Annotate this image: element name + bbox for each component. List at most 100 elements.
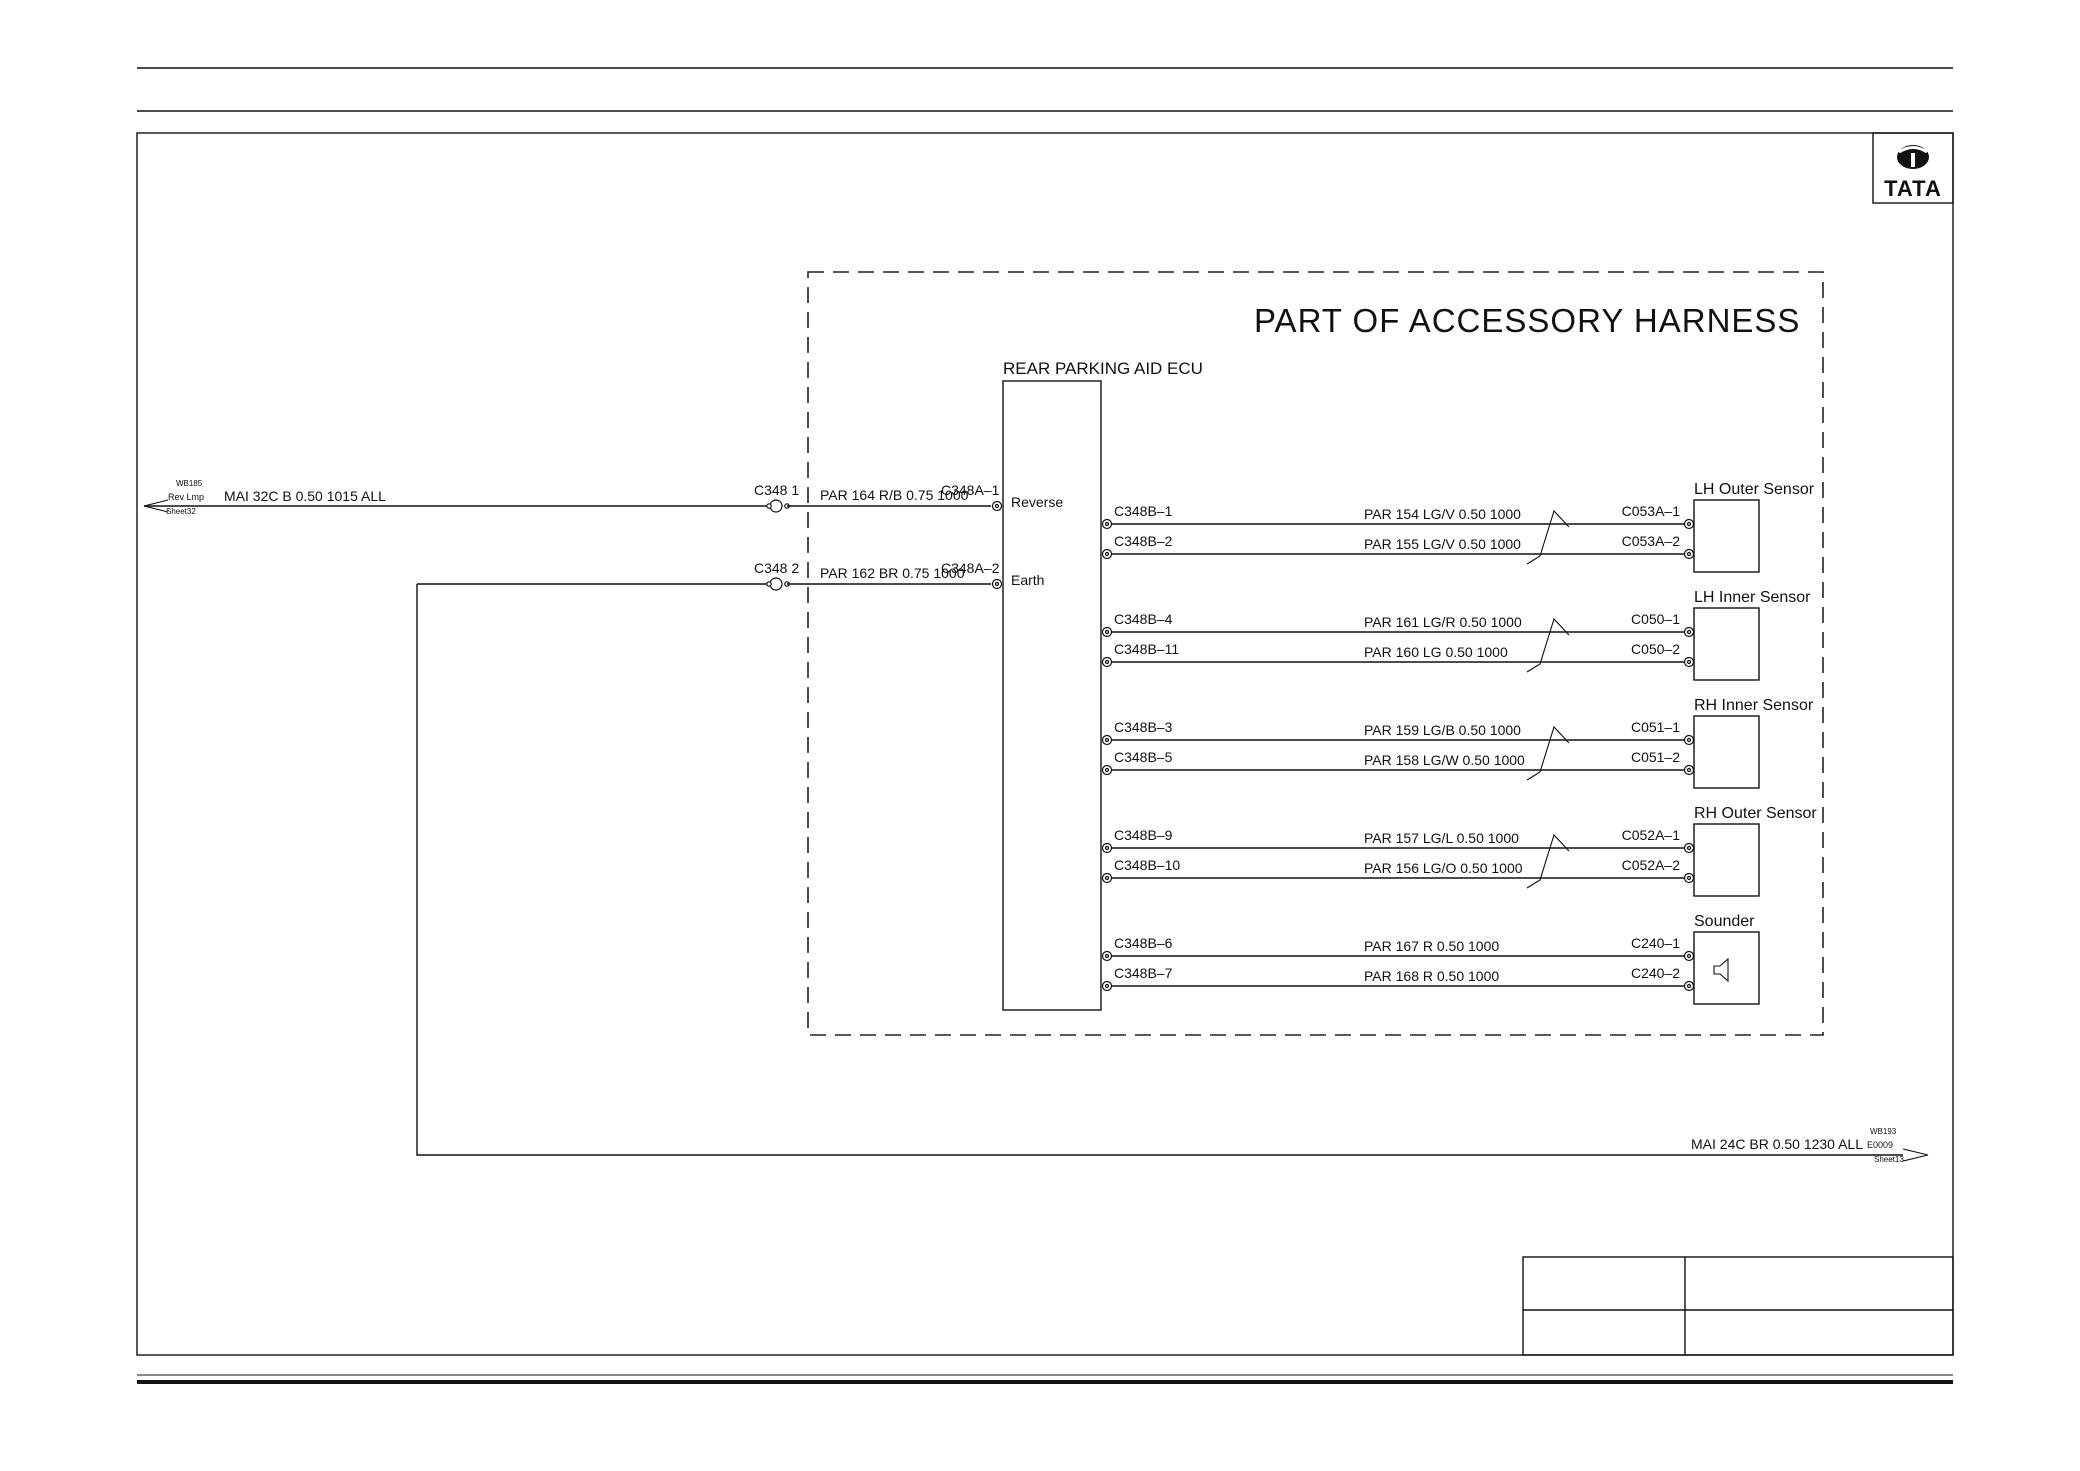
ecu-pin-dot — [1104, 629, 1110, 635]
wire-label: PAR 156 LG/O 0.50 1000 — [1364, 860, 1523, 876]
offsheet-ref: WB193 — [1870, 1127, 1897, 1136]
sensor-title: RH Outer Sensor — [1694, 805, 1817, 822]
tata-logo: TATA — [1872, 132, 1954, 204]
wire-label: PAR 157 LG/L 0.50 1000 — [1364, 830, 1519, 846]
ecu-connector-pin: C348B–1 — [1114, 503, 1173, 519]
rear-parking-aid-ecu — [1002, 380, 1102, 1011]
speaker-icon — [1713, 957, 1729, 983]
sensor-connector-pin: C050–2 — [1631, 641, 1680, 657]
sensor-pin-dot — [1686, 551, 1692, 557]
main-wire-label: MAI 32C B 0.50 1015 ALL — [224, 488, 386, 504]
sensor-connector-pin: C051–1 — [1631, 719, 1680, 735]
sensor-box — [1693, 607, 1760, 681]
title-block — [1522, 1256, 1954, 1356]
ecu-pin-dot — [1104, 767, 1110, 773]
ecu-connector-pin: C348B–3 — [1114, 719, 1173, 735]
sensor-pin-dot — [1686, 659, 1692, 665]
wire-label: PAR 158 LG/W 0.50 1000 — [1364, 752, 1525, 768]
offsheet-name: Rev Lmp — [168, 492, 204, 502]
twisted-pair-icon — [1526, 833, 1570, 889]
ecu-pin-dot — [1104, 875, 1110, 881]
sensor-pin-dot — [1686, 629, 1692, 635]
offsheet-sheet: Sheet13 — [1874, 1155, 1904, 1164]
earth-circuit: C348 2 PAR 162 BR 0.75 1000 C348A–2 — [417, 560, 1003, 591]
twisted-pair-icon — [1526, 725, 1570, 781]
ecu-pin-dot — [1104, 659, 1110, 665]
ecu-connector-pin: C348B–4 — [1114, 611, 1173, 627]
tata-logo-text: TATA — [1884, 176, 1942, 201]
sensor-title: LH Inner Sensor — [1694, 589, 1811, 606]
offsheet-ref: WB185 — [176, 479, 203, 488]
sensor-pin-dot — [1686, 983, 1692, 989]
drawing-frame — [136, 132, 1954, 1356]
ecu-title: REAR PARKING AID ECU — [1003, 359, 1203, 378]
ecu-connector-pin: C348B–7 — [1114, 965, 1173, 981]
reverse-circuit: WB185 Rev Lmp Sheet32 MAI 32C B 0.50 101… — [143, 479, 1003, 516]
twisted-pair-icon — [1526, 617, 1570, 673]
sensor-box — [1693, 931, 1760, 1005]
ecu-pin-reverse: Reverse — [1011, 494, 1063, 510]
sensor-connector-pin: C050–1 — [1631, 611, 1680, 627]
wire-label: PAR 160 LG 0.50 1000 — [1364, 644, 1508, 660]
ground-wire-label: MAI 24C BR 0.50 1230 ALL — [1691, 1136, 1863, 1152]
sensor-connector-pin: C240–2 — [1631, 965, 1680, 981]
ecu-connector-pin: C348A–1 — [941, 482, 1000, 498]
sensor-title: Sounder — [1694, 913, 1755, 930]
ecu-connector-pin: C348B–5 — [1114, 749, 1173, 765]
ecu-pin-dot — [1104, 521, 1110, 527]
wire-label: PAR 154 LG/V 0.50 1000 — [1364, 506, 1521, 522]
sensor-box — [1693, 715, 1760, 789]
sensor-connector-pin: C052A–1 — [1622, 827, 1681, 843]
sensor-pin-dot — [1686, 845, 1692, 851]
sensor-connector-pin: C053A–1 — [1622, 503, 1681, 519]
harness-wire-label: PAR 164 R/B 0.75 1000 — [820, 487, 969, 503]
ecu-pin-earth: Earth — [1011, 572, 1044, 588]
twisted-pair-icon — [1526, 509, 1570, 565]
offsheet-sheet: Sheet32 — [166, 507, 196, 516]
offsheet-arrow-right-icon — [1902, 1148, 1929, 1162]
wire-label: PAR 155 LG/V 0.50 1000 — [1364, 536, 1521, 552]
ecu-pin-dot — [1104, 551, 1110, 557]
ecu-connector-pin: C348B–6 — [1114, 935, 1173, 951]
sensor-connector-pin: C053A–2 — [1622, 533, 1681, 549]
ecu-pin-dot — [1104, 845, 1110, 851]
sensor-connector-pin: C052A–2 — [1622, 857, 1681, 873]
ecu-pin-dot — [1104, 983, 1110, 989]
accessory-harness-boundary — [807, 271, 1824, 1036]
inline-connector-label: C348 2 — [754, 560, 799, 576]
sensor-pin-dot — [1686, 953, 1692, 959]
sensor-title: LH Outer Sensor — [1694, 481, 1815, 498]
sensor-pin-dot — [1686, 737, 1692, 743]
wire-label: PAR 167 R 0.50 1000 — [1364, 938, 1499, 954]
offsheet-name: E0009 — [1867, 1140, 1893, 1150]
wire-label: PAR 159 LG/B 0.50 1000 — [1364, 722, 1521, 738]
wire-label: PAR 161 LG/R 0.50 1000 — [1364, 614, 1522, 630]
ecu-connector-pin: C348B–11 — [1114, 641, 1179, 657]
sensor-connector-pin: C240–1 — [1631, 935, 1680, 951]
sensor-pin-dot — [1686, 875, 1692, 881]
ecu-connector-pin: C348B–2 — [1114, 533, 1173, 549]
ecu-connector-pin: C348A–2 — [941, 560, 1000, 576]
ground-return: MAI 24C BR 0.50 1230 ALL WB193 E0009 She… — [416, 584, 1929, 1164]
sensor-title: RH Inner Sensor — [1694, 697, 1814, 714]
harness-wire-label: PAR 162 BR 0.75 1000 — [820, 565, 965, 581]
sensor-box — [1693, 823, 1760, 897]
sensor-pin-dot — [1686, 767, 1692, 773]
harness-title: PART OF ACCESSORY HARNESS — [1254, 302, 1800, 339]
ecu-pin-dot — [1104, 737, 1110, 743]
ecu-pin-dot — [1104, 953, 1110, 959]
inline-connector-label: C348 1 — [754, 482, 799, 498]
wire-label: PAR 168 R 0.50 1000 — [1364, 968, 1499, 984]
sensor-box — [1693, 499, 1760, 573]
sensor-connector-pin: C051–2 — [1631, 749, 1680, 765]
ecu-connector-pin: C348B–10 — [1114, 857, 1180, 873]
sensor-pin-dot — [1686, 521, 1692, 527]
ecu-connector-pin: C348B–9 — [1114, 827, 1173, 843]
